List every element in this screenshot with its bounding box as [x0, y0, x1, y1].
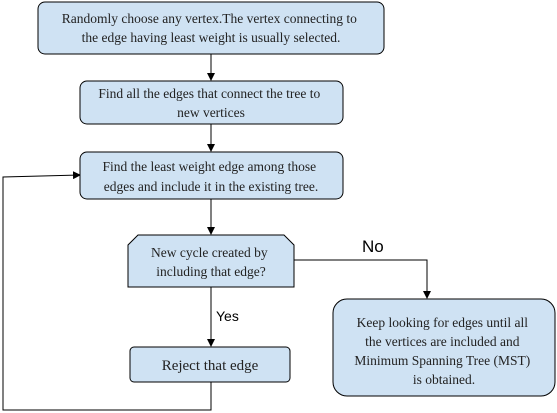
node-reject-line: Reject that edge [162, 358, 259, 374]
node-start-line: the edge having least weight is usually … [82, 30, 341, 45]
node-find-edges-line: Find all the edges that connect the tree… [98, 86, 320, 101]
node-find-edges: Find all the edges that connect the tree… [79, 80, 344, 125]
node-start-box [37, 1, 385, 55]
arrow-reject-loop-back [2, 171, 212, 411]
arrow-cycle-check-to-keep-looking [294, 259, 431, 299]
edge-label-no: No [362, 237, 384, 256]
node-keep-looking-line: the vertices are included and [365, 334, 520, 349]
node-least-edge: Find the least weight edge among those e… [79, 151, 344, 200]
node-least-edge-box [79, 151, 344, 200]
node-reject-text: Reject that edge [162, 358, 259, 374]
node-least-edge-line: edges and include it in the existing tre… [104, 179, 318, 194]
edge-label-yes: Yes [216, 308, 239, 324]
node-reject-box [129, 346, 291, 383]
node-keep-looking-line: is obtained. [413, 372, 475, 387]
node-cycle-check-line: New cycle created by [151, 245, 268, 260]
node-start: Randomly choose any vertex.The vertex co… [37, 1, 385, 55]
node-find-edges-text: Find all the edges that connect the tree… [98, 86, 323, 120]
node-keep-looking-line: Minimum Spanning Tree (MST) [354, 353, 530, 368]
node-cycle-check: New cycle created by including that edge… [127, 234, 295, 288]
node-keep-looking-line: Keep looking for edges until all [357, 315, 529, 330]
node-reject: Reject that edge [129, 346, 291, 383]
node-cycle-check-text: New cycle created by including that edge… [151, 245, 271, 279]
node-keep-looking-text: Keep looking for edges until all the ver… [354, 315, 533, 387]
node-cycle-check-shape [127, 234, 295, 288]
node-keep-looking-box [332, 298, 556, 397]
node-keep-looking: Keep looking for edges until all the ver… [332, 298, 556, 397]
node-find-edges-box [79, 80, 344, 125]
node-least-edge-line: Find the least weight edge among those [102, 159, 316, 174]
connectors [2, 54, 431, 411]
node-least-edge-text: Find the least weight edge among those e… [102, 159, 319, 194]
node-find-edges-line: new vertices [177, 105, 245, 120]
node-cycle-check-line: including that edge? [156, 264, 265, 279]
node-start-text: Randomly choose any vertex.The vertex co… [62, 11, 360, 45]
node-start-line: Randomly choose any vertex.The vertex co… [62, 11, 357, 26]
